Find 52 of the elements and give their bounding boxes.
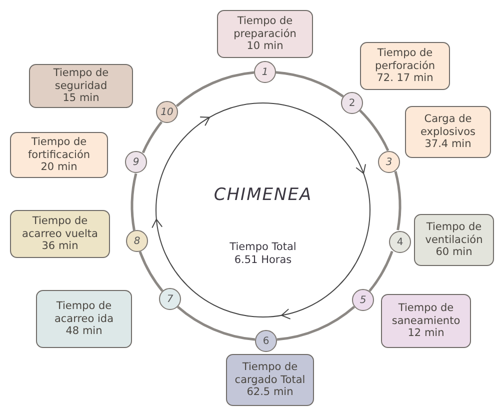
step-duration: 12 min	[408, 327, 444, 340]
step-card	[10, 210, 110, 258]
ring-arc	[276, 71, 344, 98]
step-duration: 72. 17 min	[376, 72, 434, 85]
total-time-label: Tiempo Total 6.51 Horas	[228, 241, 298, 266]
step-duration: 36 min	[42, 240, 78, 253]
step-duration: 62.5 min	[246, 386, 294, 399]
step-number: 7	[159, 288, 181, 310]
step-card	[405, 106, 491, 158]
ring-arc	[176, 306, 256, 341]
step-card	[29, 64, 133, 108]
step-duration: 20 min	[40, 161, 78, 174]
ring-arc	[142, 121, 163, 154]
step-duration: 37.4 min	[424, 138, 472, 151]
step-card	[10, 132, 108, 178]
ring-arc	[276, 306, 356, 341]
ring-arc	[394, 171, 402, 230]
ring-arc	[130, 173, 138, 231]
step-name: Tiempo de seguridad	[52, 67, 110, 92]
step-duration: 60 min	[436, 246, 472, 259]
step-name: Tiempo de saneamiento	[390, 302, 462, 328]
step-number: 4	[389, 231, 411, 253]
ring-arc	[176, 71, 254, 108]
ring-arc	[368, 250, 394, 292]
step-name: Tiempo de fortificación	[26, 136, 92, 162]
ring-arc	[138, 251, 164, 292]
step-number: 10	[156, 101, 178, 123]
step-card	[381, 294, 471, 348]
step-name: Tiempo de cargado Total	[234, 361, 306, 386]
step-card	[414, 214, 494, 266]
step-number: 5	[352, 289, 374, 311]
step-duration: 48 min	[66, 325, 102, 338]
step-duration: 15 min	[62, 92, 100, 105]
step-duration: 10 min	[246, 40, 284, 53]
center-label: CHIMENEA	[212, 185, 314, 205]
step-card	[226, 354, 314, 406]
step-name: Tiempo de acarreo ida	[53, 300, 115, 326]
step-number: 1	[254, 61, 276, 83]
step-name: Tiempo de preparación	[232, 15, 298, 40]
step-card	[217, 10, 313, 58]
step-card	[360, 42, 450, 90]
ring-arc	[359, 110, 390, 152]
step-number: 3	[378, 151, 400, 173]
step-number: 9	[125, 151, 147, 173]
step-card	[36, 290, 132, 348]
step-name: Carga de explosivos	[420, 113, 476, 138]
step-number: 6	[255, 330, 277, 352]
step-name: Tiempo de perforación	[374, 47, 436, 72]
step-name: Tiempo de ventilación	[424, 221, 484, 246]
step-number: 8	[126, 230, 148, 252]
step-name: Tiempo de acarreo vuelta	[21, 215, 99, 240]
step-number: 2	[341, 92, 363, 114]
